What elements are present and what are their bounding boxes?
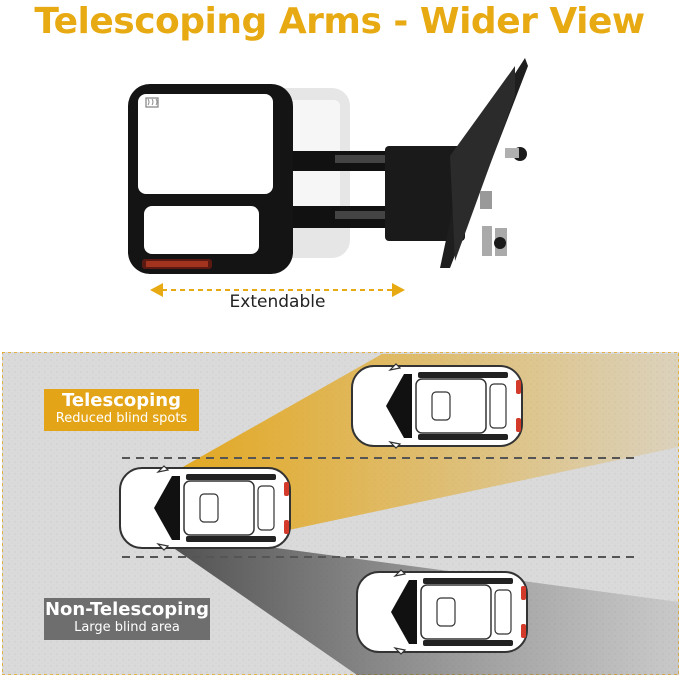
page-title: Telescoping Arms - Wider View [34,1,645,42]
telescoping-subtitle: Reduced blind spots [55,411,188,426]
tow-mirror-illustration [110,56,550,281]
telescoping-tag: Telescoping Reduced blind spots [44,389,199,431]
turn-signal-light [142,259,212,269]
heated-mirror-icon [145,97,159,108]
extendable-label: Extendable [229,292,326,312]
telescoping-title: Telescoping [62,390,181,411]
double-arrow-icon [150,278,405,302]
non-telescoping-tag: Non-Telescoping Large blind area [44,598,210,640]
non-telescoping-title: Non-Telescoping [44,599,210,620]
non-telescoping-subtitle: Large blind area [74,620,180,635]
